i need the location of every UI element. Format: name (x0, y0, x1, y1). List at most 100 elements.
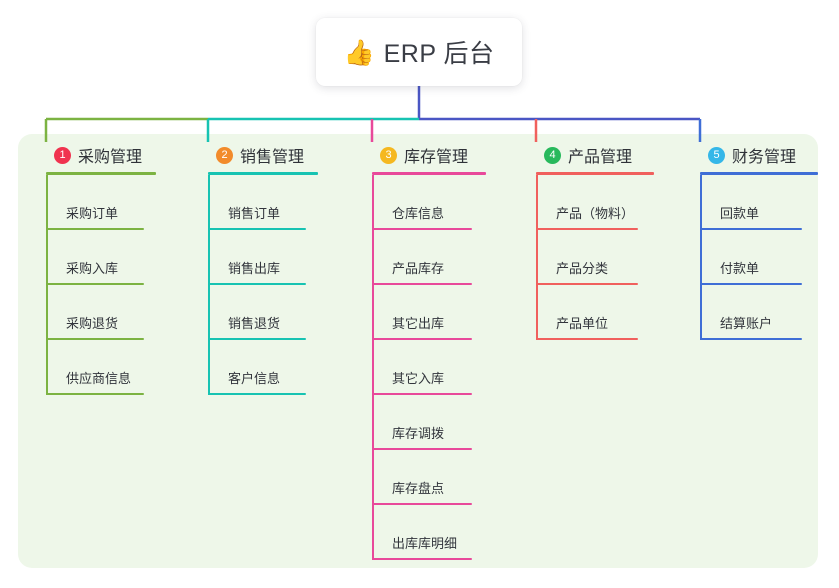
branch-child-label: 结算账户 (720, 316, 773, 331)
root-node-label: ERP 后台 (383, 40, 495, 68)
branch-child-item[interactable]: 采购入库 (34, 230, 184, 285)
branch-child-item[interactable]: 产品库存 (360, 230, 515, 285)
branch-child-label: 产品（物料） (556, 206, 635, 221)
branch-child-label: 采购订单 (66, 206, 119, 221)
branch-child-item[interactable]: 回款单 (688, 175, 838, 230)
branch-column-2: 2 销售管理销售订单销售出库销售退货客户信息 (196, 144, 346, 395)
branch-child-label: 采购入库 (66, 261, 119, 276)
branch-header-3[interactable]: 3 库存管理 (360, 144, 515, 166)
branch-header-5[interactable]: 5 财务管理 (688, 144, 838, 166)
branch-child-rule (536, 338, 638, 340)
branch-child-rule (700, 283, 802, 285)
branch-child-item[interactable]: 结算账户 (688, 285, 838, 340)
branch-child-label: 其它入库 (392, 371, 445, 386)
branch-title: 采购管理 (78, 149, 143, 166)
branch-child-rule (208, 338, 306, 340)
root-node-content: 👍 ERP 后台 (343, 34, 494, 70)
branch-child-label: 产品分类 (556, 261, 609, 276)
branch-stem (700, 175, 702, 340)
branch-child-label: 产品单位 (556, 316, 609, 331)
branch-child-item[interactable]: 产品分类 (524, 230, 684, 285)
branch-number-badge: 5 (708, 146, 725, 164)
branch-child-rule (208, 393, 306, 395)
branch-header-rule (700, 172, 818, 175)
branch-column-1: 1 采购管理采购订单采购入库采购退货供应商信息 (34, 144, 184, 395)
branch-child-label: 其它出库 (392, 316, 445, 331)
thumbs-up-icon: 👍 (343, 37, 375, 67)
branch-children: 采购订单采购入库采购退货供应商信息 (34, 175, 184, 395)
branch-child-rule (372, 338, 472, 340)
branch-child-label: 出库库明细 (392, 536, 458, 551)
branch-child-rule (372, 503, 472, 505)
branch-child-rule (700, 338, 802, 340)
branch-child-label: 客户信息 (228, 371, 281, 386)
branch-child-item[interactable]: 采购退货 (34, 285, 184, 340)
branch-child-item[interactable]: 其它出库 (360, 285, 515, 340)
branch-child-item[interactable]: 出库库明细 (360, 505, 515, 560)
branch-child-rule (46, 283, 144, 285)
branches-panel (18, 134, 818, 568)
branch-child-label: 销售退货 (228, 316, 281, 331)
branch-child-item[interactable]: 仓库信息 (360, 175, 515, 230)
branch-column-5: 5 财务管理回款单付款单结算账户 (688, 144, 838, 340)
branch-child-label: 库存调拨 (392, 426, 445, 441)
branch-number-badge: 2 (216, 146, 233, 164)
branch-child-label: 仓库信息 (392, 206, 445, 221)
branch-children: 回款单付款单结算账户 (688, 175, 838, 340)
branch-stem (372, 175, 374, 560)
branch-child-item[interactable]: 其它入库 (360, 340, 515, 395)
branch-child-item[interactable]: 销售出库 (196, 230, 346, 285)
branch-child-rule (46, 393, 144, 395)
branch-child-label: 采购退货 (66, 316, 119, 331)
branch-child-item[interactable]: 付款单 (688, 230, 838, 285)
branch-column-3: 3 库存管理仓库信息产品库存其它出库其它入库库存调拨库存盘点出库库明细 (360, 144, 515, 560)
branch-column-4: 4 产品管理产品（物料） 产品分类产品单位 (524, 144, 684, 340)
branch-child-rule (46, 228, 144, 230)
branch-child-label: 付款单 (720, 261, 760, 276)
branch-title: 库存管理 (404, 149, 469, 166)
branch-stem (46, 175, 48, 395)
branch-child-label: 销售出库 (228, 261, 281, 276)
branch-child-item[interactable]: 库存盘点 (360, 450, 515, 505)
branch-child-rule (46, 338, 144, 340)
branch-child-item[interactable]: 供应商信息 (34, 340, 184, 395)
branch-child-item[interactable]: 产品单位 (524, 285, 684, 340)
branch-child-rule (208, 228, 306, 230)
branch-child-rule (372, 558, 472, 560)
branch-children: 产品（物料） 产品分类产品单位 (524, 175, 684, 340)
branch-child-rule (372, 448, 472, 450)
branch-stem (536, 175, 538, 340)
branch-header-4[interactable]: 4 产品管理 (524, 144, 684, 166)
branch-title: 产品管理 (568, 149, 633, 166)
branch-child-rule (372, 393, 472, 395)
branch-child-item[interactable]: 销售退货 (196, 285, 346, 340)
branch-children: 销售订单销售出库销售退货客户信息 (196, 175, 346, 395)
branch-header-rule (372, 172, 486, 175)
branch-child-item[interactable]: 销售订单 (196, 175, 346, 230)
branch-child-rule (208, 283, 306, 285)
branch-child-item[interactable]: 客户信息 (196, 340, 346, 395)
root-node[interactable]: 👍 ERP 后台 (316, 18, 522, 86)
branch-number-badge: 3 (380, 146, 397, 164)
branch-header-rule (46, 172, 156, 175)
branch-child-item[interactable]: 产品（物料） (524, 175, 684, 230)
branch-child-rule (536, 228, 638, 230)
branch-header-rule (208, 172, 318, 175)
branch-number-badge: 1 (54, 146, 71, 164)
branch-title: 财务管理 (732, 149, 797, 166)
branch-stem (208, 175, 210, 395)
branch-header-1[interactable]: 1 采购管理 (34, 144, 184, 166)
branch-child-label: 销售订单 (228, 206, 281, 221)
branch-child-rule (536, 283, 638, 285)
branch-child-label: 回款单 (720, 206, 760, 221)
branch-child-item[interactable]: 采购订单 (34, 175, 184, 230)
branch-child-label: 库存盘点 (392, 481, 445, 496)
branch-header-2[interactable]: 2 销售管理 (196, 144, 346, 166)
branch-title: 销售管理 (240, 149, 305, 166)
branch-number-badge: 4 (544, 146, 561, 164)
branch-children: 仓库信息产品库存其它出库其它入库库存调拨库存盘点出库库明细 (360, 175, 515, 560)
branch-child-rule (372, 228, 472, 230)
branch-child-item[interactable]: 库存调拨 (360, 395, 515, 450)
branch-child-rule (372, 283, 472, 285)
